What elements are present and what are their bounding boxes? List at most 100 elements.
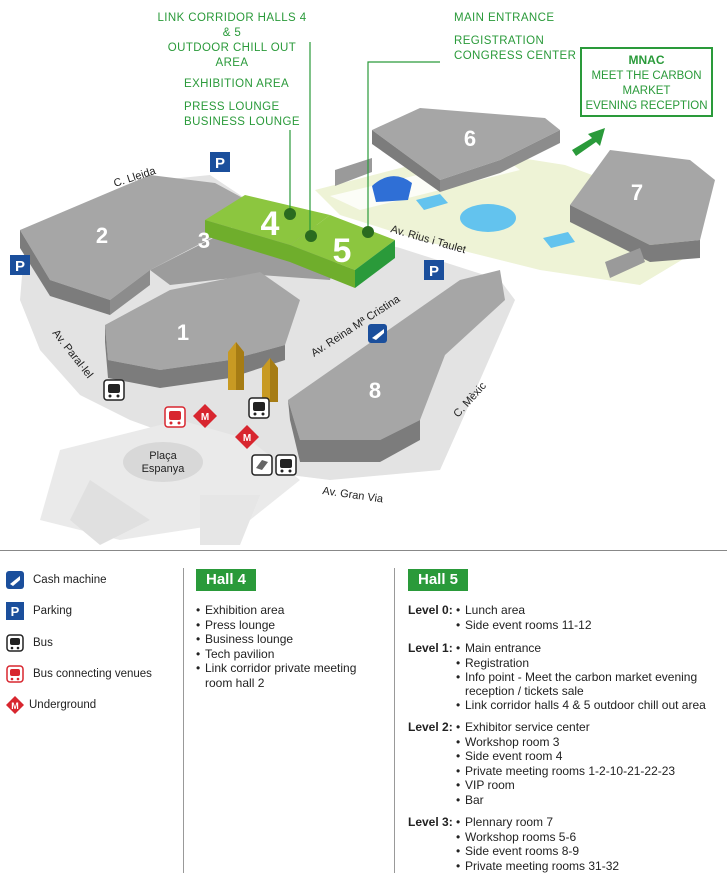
mnac-line2: MARKET	[622, 85, 671, 97]
legend-bus-connecting-label: Bus connecting venues	[33, 668, 152, 680]
svg-text:P: P	[215, 155, 225, 172]
hall5-item: Main entrance	[456, 641, 721, 656]
bus-connecting-icon	[164, 406, 186, 428]
placa-espanya-roundabout	[123, 442, 203, 482]
hall5-item: Private meeting rooms 1-2-10-21-22-23	[456, 764, 721, 779]
building-6	[335, 108, 560, 192]
hall4-item: Press lounge	[196, 618, 386, 633]
bus-icon	[275, 454, 297, 476]
hall-label-7: 7	[631, 180, 643, 205]
legend-parking: P Parking	[6, 601, 72, 621]
venue-map: 1 2 3 4 5 6 7 8 C. Lleida Av. Rius i Tau…	[10, 42, 715, 545]
callout-registration: REGISTRATION CONGRESS CENTER	[454, 34, 576, 64]
mnac-line3: EVENING RECEPTION	[585, 100, 708, 112]
svg-text:P: P	[429, 263, 439, 280]
placa-espanya-line2: Espanya	[142, 463, 186, 475]
callout-business-line: BUSINESS LOUNGE	[184, 116, 300, 128]
hall-label-1: 1	[177, 320, 189, 345]
hall-label-3: 3	[198, 228, 210, 253]
legend-underground: M Underground	[6, 695, 96, 715]
building-8	[288, 270, 505, 462]
hall5-level3-list: Plennary room 7 Workshop rooms 5-6 Side …	[456, 815, 721, 873]
callout-main-entrance-text: MAIN ENTRANCE	[454, 12, 555, 24]
svg-text:M: M	[201, 412, 209, 423]
hall5-item: Exhibitor service center	[456, 720, 721, 735]
underground-icon: M	[235, 425, 259, 449]
hall5-item: Side event rooms 8-9	[456, 844, 721, 859]
pool-2	[543, 232, 575, 248]
svg-text:M: M	[243, 433, 251, 444]
legend-bus-connecting: Bus connecting venues	[6, 664, 152, 684]
hall-label-5: 5	[333, 232, 352, 270]
hall5-item: Bar	[456, 793, 721, 808]
hall5-level0-label: Level 0:	[408, 603, 453, 617]
hall5-item: Link corridor halls 4 & 5 outdoor chill …	[456, 698, 721, 713]
callout-registration-line2: CONGRESS CENTER	[454, 50, 577, 62]
hall5-item: Registration	[456, 656, 721, 671]
hall5-item: Workshop room 3	[456, 735, 721, 750]
hall5-item: Workshop rooms 5-6	[456, 830, 721, 845]
mnac-title: MNAC	[628, 53, 665, 67]
hall5-item: Lunch area	[456, 603, 721, 618]
hall-label-8: 8	[369, 378, 381, 403]
hall5-item: Side event rooms 11-12	[456, 618, 721, 633]
underground-icon: M	[193, 404, 217, 428]
callout-link-corridor-line2: OUTDOOR CHILL OUT AREA	[167, 42, 297, 69]
hall4-title: Hall 4	[196, 569, 257, 591]
hall5-level1-list-b: Link corridor halls 4 & 5 outdoor chill …	[456, 698, 721, 713]
hall5-item: Private meeting rooms 31-32	[456, 859, 721, 874]
hall5-item: VIP room	[456, 778, 721, 793]
svg-text:P: P	[11, 604, 20, 619]
mnac-line1: MEET THE CARBON	[591, 70, 702, 82]
underground-icon: M	[6, 696, 24, 714]
parking-icon: P	[6, 602, 24, 620]
mnac-arrow	[572, 128, 605, 156]
callout-dot-entrance	[362, 226, 374, 238]
svg-text:M: M	[11, 701, 19, 711]
legend-bus-label: Bus	[33, 637, 53, 649]
hall5-level3-label: Level 3:	[408, 815, 453, 829]
cash-machine-icon	[368, 324, 387, 343]
hall4-item: Exhibition area	[196, 603, 386, 618]
column-divider-2	[394, 568, 395, 873]
legend-parking-label: Parking	[33, 605, 72, 617]
hall-label-4: 4	[261, 205, 280, 243]
building-2	[20, 175, 265, 315]
building-7	[570, 150, 715, 278]
bus-icon	[248, 397, 270, 419]
column-divider-1	[183, 568, 184, 873]
placa-espanya-line1: Plaça	[149, 450, 177, 462]
bus-icon	[6, 634, 24, 652]
cash-machine-icon	[6, 571, 24, 589]
callout-press-business: PRESS LOUNGE BUSINESS LOUNGE	[184, 100, 300, 130]
callout-dot-link	[305, 230, 317, 242]
hall4-item: Business lounge	[196, 632, 386, 647]
hall-4-building	[205, 195, 330, 262]
hall-5-building	[290, 215, 395, 288]
venetian-towers	[228, 342, 278, 402]
legend-underground-label: Underground	[29, 699, 97, 711]
bus-connecting-icon	[6, 665, 24, 683]
bus-icon	[103, 379, 125, 401]
callout-registration-line1: REGISTRATION	[454, 35, 545, 47]
hall5-level0-list: Lunch area Side event rooms 11-12	[456, 603, 721, 632]
callout-link-corridor-line1: LINK CORRIDOR HALLS 4 & 5	[157, 12, 307, 39]
hall5-level1-label: Level 1:	[408, 641, 453, 655]
hall5-level2-list: Exhibitor service center Workshop room 3…	[456, 720, 721, 808]
callout-exhibition-text: EXHIBITION AREA	[184, 78, 290, 90]
parking-icon: P	[10, 255, 30, 275]
hall4-item: Tech pavilion	[196, 647, 386, 662]
callout-main-entrance: MAIN ENTRANCE	[454, 11, 554, 26]
legend-cash-label: Cash machine	[33, 574, 107, 586]
tram-icon	[251, 454, 273, 476]
pool-1	[416, 194, 448, 210]
fountain	[460, 204, 516, 232]
road-triangle-2	[200, 495, 260, 545]
legend-bus: Bus	[6, 633, 53, 653]
parking-icon: P	[210, 152, 230, 172]
section-divider	[0, 550, 727, 551]
parking-icon: P	[424, 260, 444, 280]
mnac-box: MNAC MEET THE CARBON MARKET EVENING RECE…	[580, 47, 713, 117]
callout-link-corridor: LINK CORRIDOR HALLS 4 & 5 OUTDOOR CHILL …	[152, 11, 312, 71]
callout-dot-press	[284, 208, 296, 220]
